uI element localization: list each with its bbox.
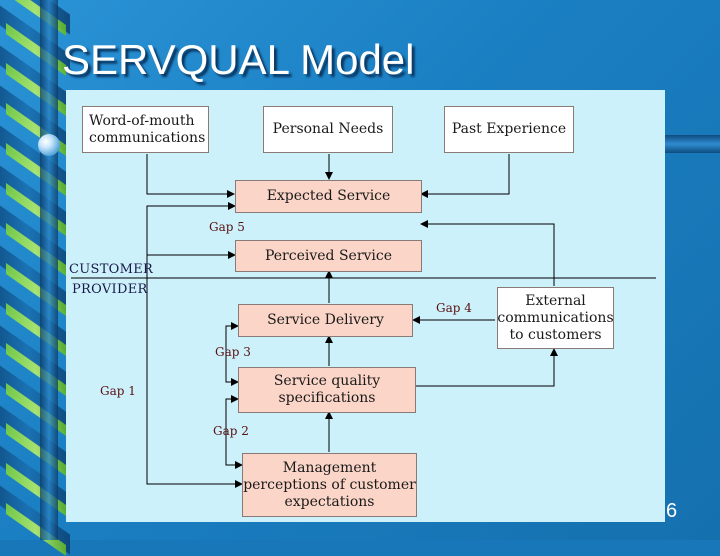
binding-rod (40, 0, 58, 540)
spiral-binding-decoration (0, 0, 70, 540)
expected-service-box: Expected Service (235, 180, 422, 213)
word-of-mouth-box: Word-of-mouth communications (82, 106, 209, 153)
right-bar-decoration (665, 135, 720, 153)
gap-4-label: Gap 4 (436, 301, 472, 315)
slide-title: SERVQUAL Model (62, 36, 415, 84)
external-communications-box: External communications to customers (497, 287, 614, 349)
service-quality-specifications-box: Service quality specifications (238, 367, 416, 413)
gap-5-label: Gap 5 (209, 220, 245, 234)
management-perceptions-box: Management perceptions of customer expec… (242, 453, 417, 517)
personal-needs-box: Personal Needs (263, 106, 393, 153)
diagram-panel: Word-of-mouth communications Personal Ne… (66, 90, 665, 522)
glass-bead-decoration (38, 134, 60, 156)
gap-3-label: Gap 3 (215, 345, 251, 359)
service-delivery-box: Service Delivery (238, 304, 413, 337)
gap-2-label: Gap 2 (213, 424, 249, 438)
customer-label: CUSTOMER (69, 262, 153, 277)
perceived-service-box: Perceived Service (235, 240, 422, 272)
page-number: 6 (666, 500, 677, 523)
gap-1-label: Gap 1 (100, 384, 136, 398)
past-experience-box: Past Experience (444, 106, 574, 153)
provider-label: PROVIDER (72, 282, 148, 297)
